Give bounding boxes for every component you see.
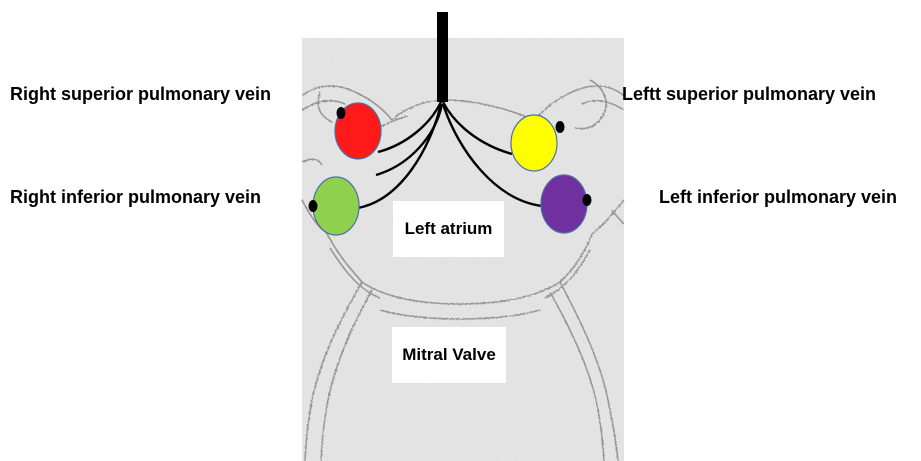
left-superior-pulmonary-vein-marker <box>511 115 557 171</box>
electrode-dot-icon <box>337 107 346 119</box>
right-superior-pulmonary-vein-label: Right superior pulmonary vein <box>10 83 271 105</box>
left-superior-pulmonary-vein-label: Leftt superior pulmonary vein <box>622 83 876 105</box>
electrode-dot-icon <box>583 194 592 206</box>
mitral-valve-label: Mitral Valve <box>392 327 506 383</box>
left-atrium-label: Left atrium <box>393 201 504 257</box>
left-inferior-pulmonary-vein-label: Left inferior pulmonary vein <box>659 186 897 208</box>
left-inferior-pulmonary-vein-marker <box>541 175 587 233</box>
catheter-shaft-icon <box>437 12 448 102</box>
right-inferior-pulmonary-vein-marker <box>313 177 359 235</box>
electrode-dot-icon <box>556 121 565 133</box>
electrode-dot-icon <box>309 200 318 212</box>
right-inferior-pulmonary-vein-label: Right inferior pulmonary vein <box>10 186 261 208</box>
